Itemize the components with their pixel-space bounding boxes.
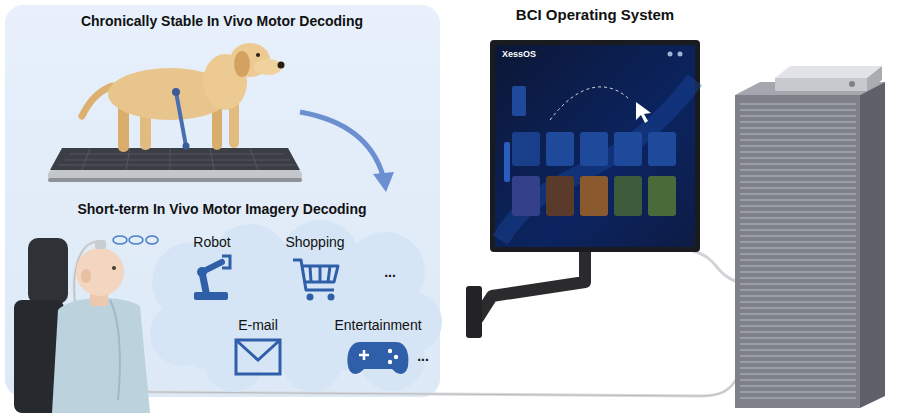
menu-label: E-mail [238, 317, 278, 334]
ellipsis: ... [384, 264, 396, 281]
section-title: Short-term In Vivo Motor Imagery Decodin… [77, 201, 366, 218]
heading: BCI Operating System [516, 6, 674, 24]
menu-label: Shopping [285, 234, 344, 251]
monitor-screen: BCI Operating SystemXessOS [490, 40, 700, 252]
thought-cloud: Robot Shopping... E-mail Entertainment... [150, 220, 442, 392]
logo-text: XessOS [502, 49, 536, 60]
menu-label: Robot [193, 234, 230, 251]
section-title: Chronically Stable In Vivo Motor Decodin… [81, 13, 363, 30]
ellipsis: ... [417, 348, 429, 365]
menu-label: Entertainment [334, 317, 421, 334]
monitor-shape [490, 40, 700, 252]
panel-region: Robot Shopping... E-mail Entertainment... Ch… [5, 5, 440, 397]
